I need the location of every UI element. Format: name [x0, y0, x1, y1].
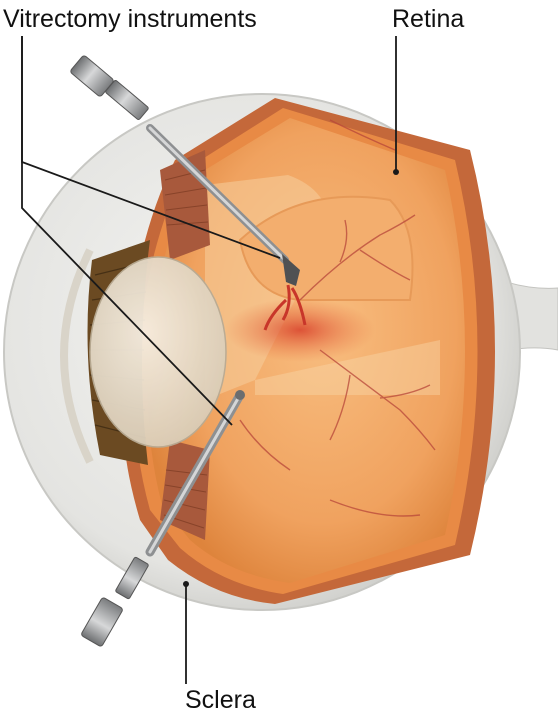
lens	[90, 257, 226, 447]
label-sclera: Sclera	[185, 688, 256, 713]
label-retina: Retina	[392, 7, 464, 32]
label-vitrectomy-instruments: Vitrectomy instruments	[3, 7, 257, 32]
